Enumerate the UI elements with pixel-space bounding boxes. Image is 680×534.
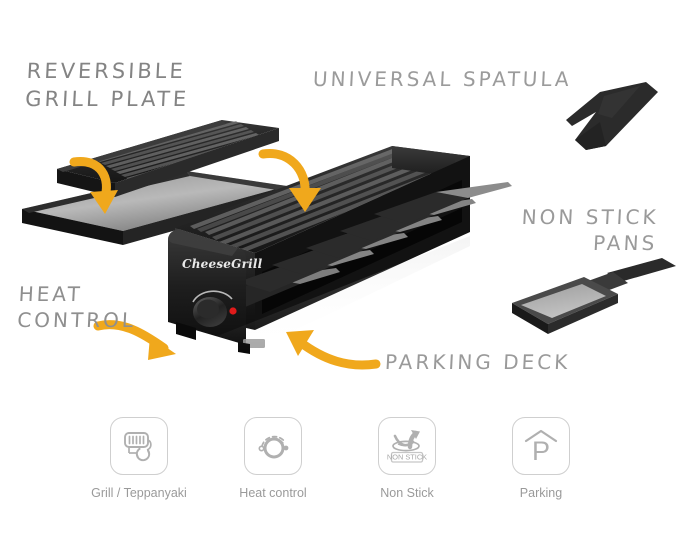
callout-parking-deck: Parking Deck [384, 350, 571, 374]
non-stick-pan [512, 258, 676, 334]
heat-control-knob[interactable] [192, 290, 237, 327]
grill-plate-ridged [57, 120, 279, 197]
arrow-reversible-plate [69, 157, 118, 214]
parking-icon: P [512, 417, 570, 475]
feature-label: Parking [519, 486, 563, 500]
universal-spatula [566, 82, 658, 150]
heat-control-icon [244, 417, 302, 475]
feature-non-stick: NON STICK Non Stick [359, 417, 455, 500]
feature-heat-control: Heat control [225, 417, 321, 500]
feature-label: Grill / Teppanyaki [91, 486, 187, 500]
feature-strip: Grill / Teppanyaki Heat control [0, 417, 680, 500]
callout-heat-control: Heat Control [16, 282, 137, 333]
product-illustration: CheeseGrill [22, 82, 676, 354]
feature-parking: P Parking [493, 417, 589, 500]
non-stick-icon: NON STICK [378, 417, 436, 475]
grill-main-unit: CheeseGrill [168, 146, 512, 354]
callout-non-stick-pans: Non Stick Pans [521, 205, 660, 256]
knob-indicator-dot [229, 307, 237, 315]
callout-reversible-grill-plate: Reversible Grill Plate [24, 59, 190, 111]
arrow-grill-surface [258, 149, 321, 212]
feature-label: Heat control [239, 486, 307, 500]
svg-text:P: P [532, 436, 550, 466]
non-stick-badge-text: NON STICK [387, 452, 427, 461]
arrow-parking-deck [286, 330, 381, 370]
arrow-heat-control [93, 320, 176, 360]
feature-label: Non Stick [380, 486, 434, 500]
callout-universal-spatula: Universal Spatula [312, 67, 573, 91]
brand-logo: CheeseGrill [182, 257, 263, 271]
grill-teppanyaki-icon [110, 417, 168, 475]
feature-grill-teppanyaki: Grill / Teppanyaki [91, 417, 187, 500]
